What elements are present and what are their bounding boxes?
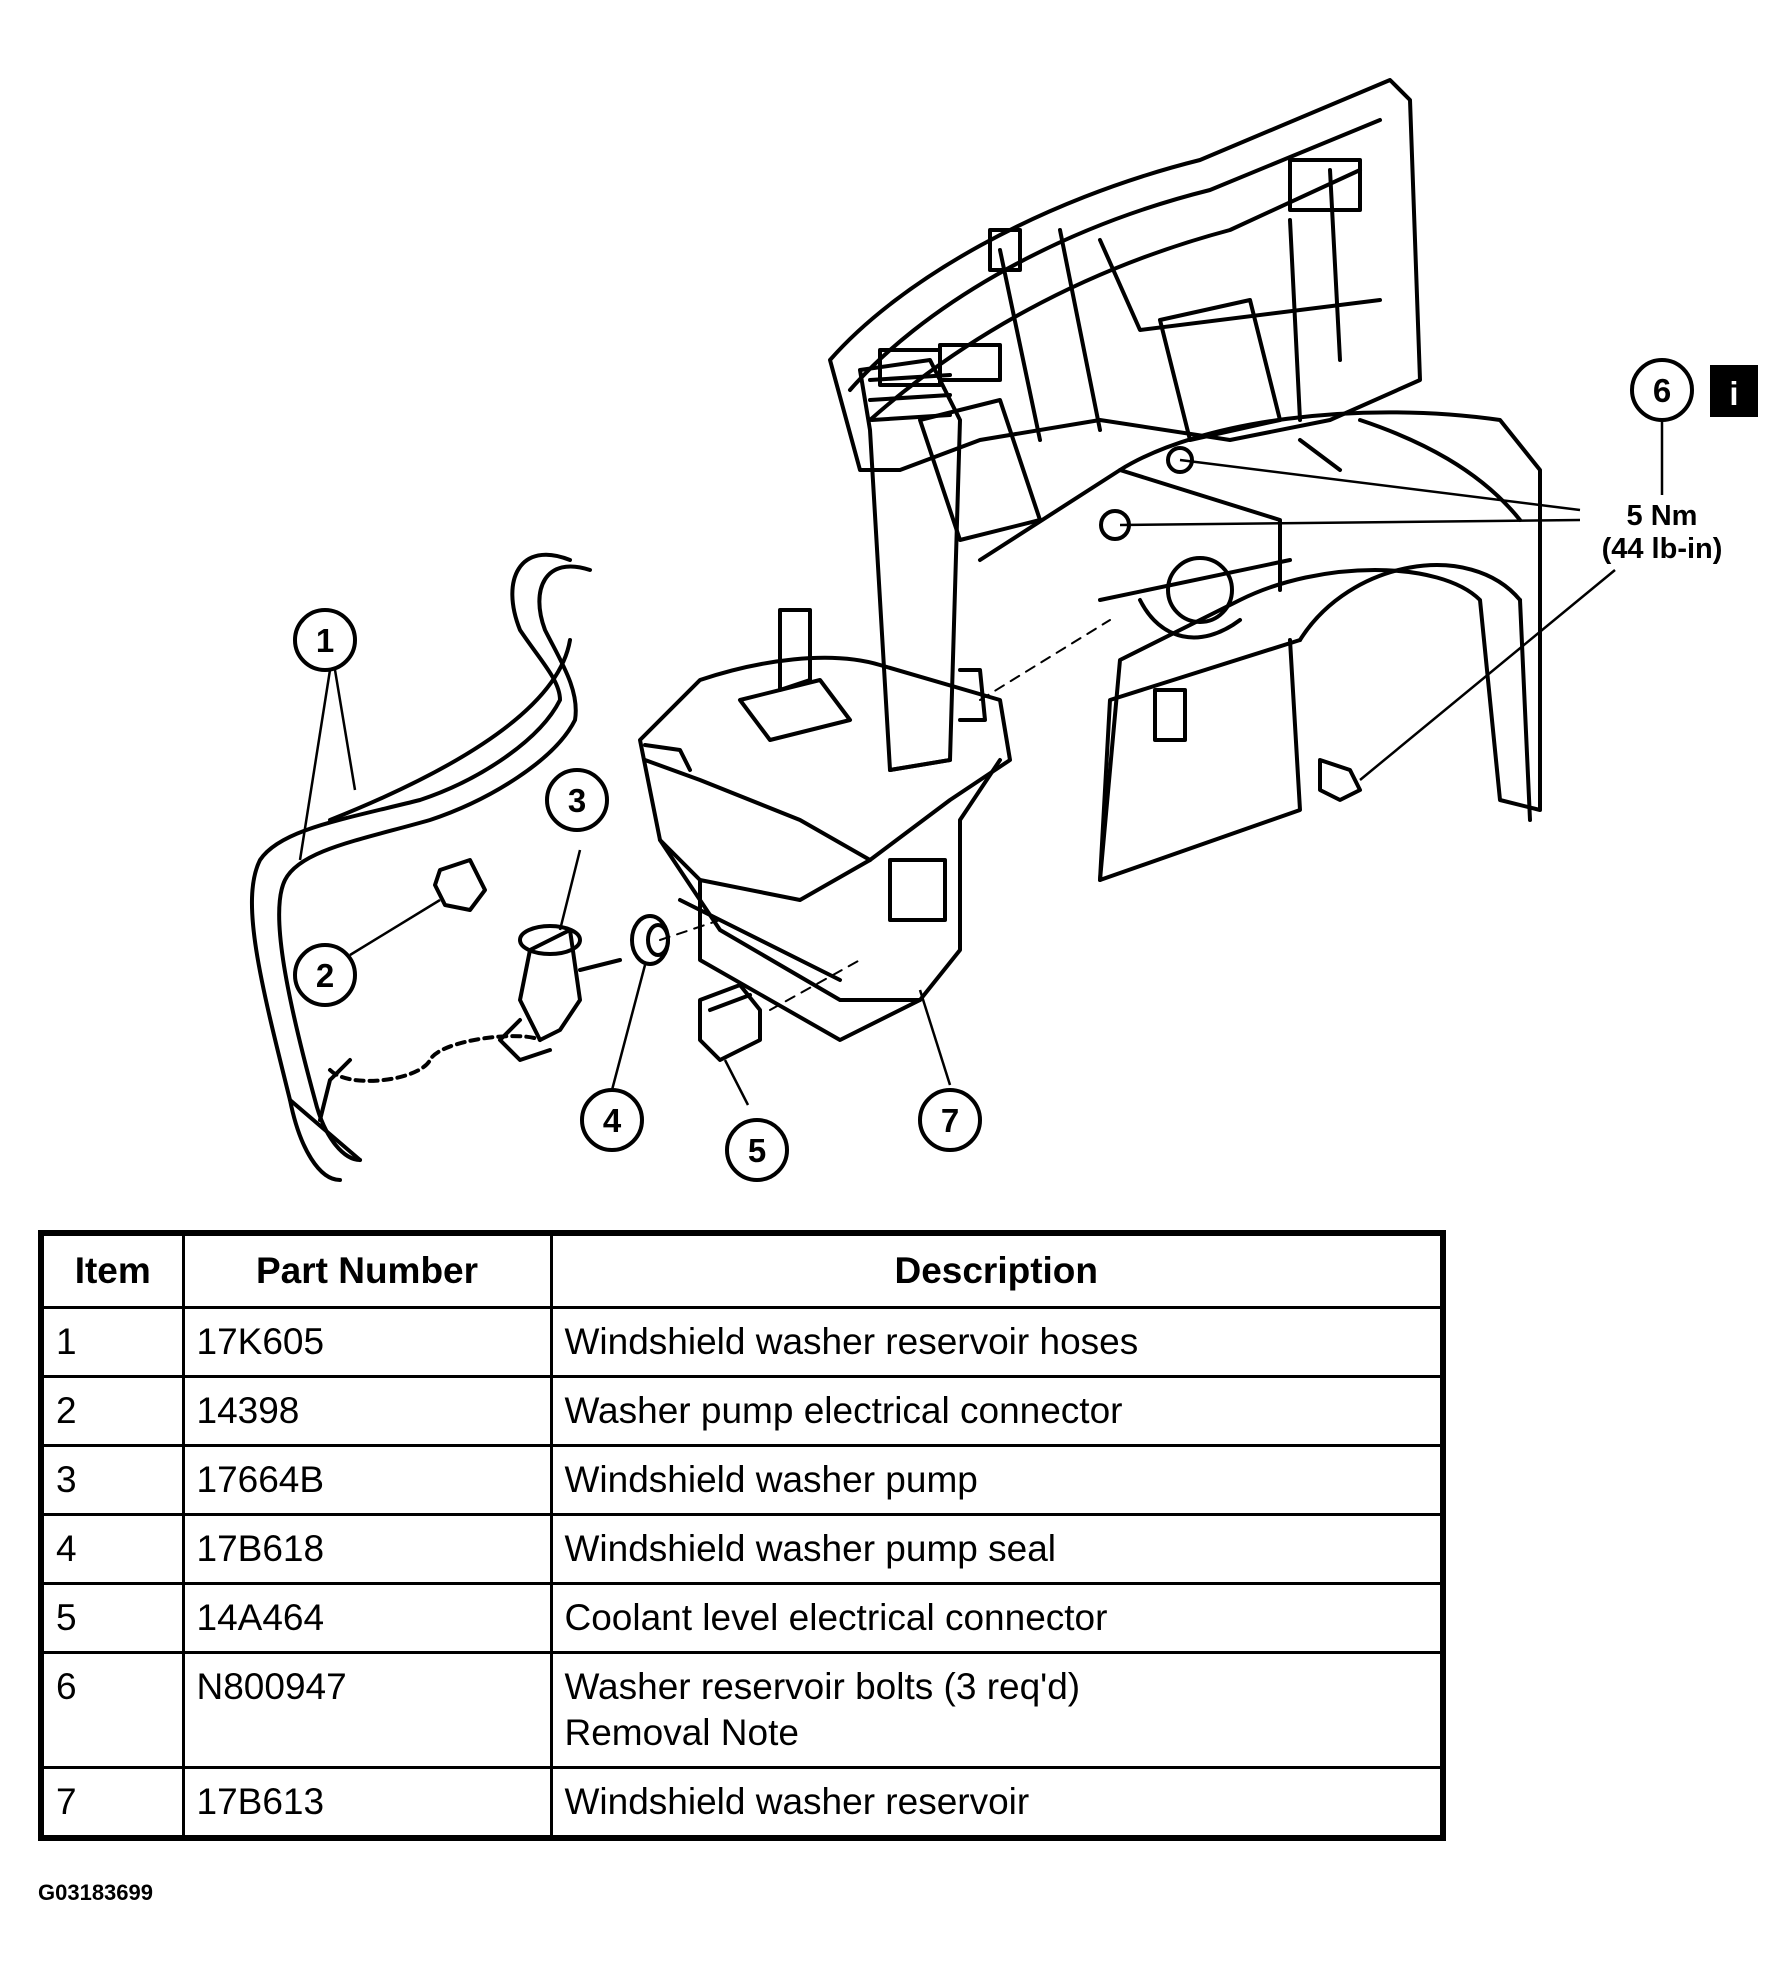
cell-part-number: 17B613 bbox=[181, 1766, 553, 1840]
wiring-harness bbox=[328, 1034, 542, 1083]
washer-pump bbox=[498, 924, 622, 1062]
callout-label: 4 bbox=[603, 1102, 622, 1139]
reservoir-bolts bbox=[1099, 446, 1362, 802]
description-line: Windshield washer reservoir bbox=[564, 1781, 1030, 1822]
coolant-level-connector bbox=[698, 983, 762, 1062]
callout-circle bbox=[1630, 358, 1694, 422]
cell-item: 7 bbox=[39, 1766, 185, 1840]
callout-4: 4 bbox=[580, 1088, 644, 1152]
callout-label: 7 bbox=[941, 1102, 959, 1139]
cell-description: Windshield washer pump seal bbox=[549, 1513, 1445, 1585]
cell-item: 5 bbox=[39, 1582, 185, 1654]
exploded-diagram: 1 2 3 4 5 6 7 i 5 Nm (44 lb-in) bbox=[250, 78, 1758, 1182]
callout-label: 5 bbox=[748, 1132, 766, 1169]
filler-neck bbox=[858, 348, 962, 772]
info-icon: i bbox=[1729, 375, 1738, 412]
leader-1b bbox=[333, 669, 357, 791]
callout-5: 5 bbox=[725, 1118, 789, 1182]
cell-part-number: 17664B bbox=[181, 1444, 553, 1516]
callout-2: 2 bbox=[293, 943, 357, 1007]
callout-7: 7 bbox=[918, 1088, 982, 1152]
figure-id: G03183699 bbox=[38, 1880, 153, 1905]
torque-metric: 5 Nm bbox=[1627, 500, 1698, 532]
cell-description: Coolant level electrical connector bbox=[549, 1582, 1445, 1654]
callout-label: 2 bbox=[316, 957, 334, 994]
washer-hoses bbox=[250, 552, 592, 1182]
description-line: Coolant level electrical connector bbox=[564, 1597, 1108, 1638]
callout-layer: 1 2 3 4 5 6 7 bbox=[293, 358, 1694, 1182]
leader-torque-b bbox=[1119, 518, 1581, 527]
description-line: Windshield washer pump seal bbox=[564, 1528, 1057, 1569]
callout-3: 3 bbox=[545, 768, 609, 832]
callout-label: 3 bbox=[568, 782, 586, 819]
wheelhouse-panel bbox=[978, 410, 1542, 882]
cell-part-number: 14A464 bbox=[181, 1582, 553, 1654]
cell-item: 3 bbox=[39, 1444, 185, 1516]
cell-item: 2 bbox=[39, 1375, 185, 1447]
cell-description: Windshield washer pump bbox=[549, 1444, 1445, 1516]
leader-4 bbox=[610, 964, 647, 1091]
leader-1a bbox=[298, 669, 332, 861]
description-line: Washer reservoir bolts (3 req'd) bbox=[564, 1666, 1081, 1707]
cell-item: 6 bbox=[39, 1651, 185, 1769]
callout-circle bbox=[293, 608, 357, 672]
header-description: Description bbox=[549, 1231, 1445, 1309]
cell-item: 1 bbox=[39, 1306, 185, 1378]
cell-description: Windshield washer reservoir hoses bbox=[549, 1306, 1445, 1378]
leader-3 bbox=[558, 849, 582, 931]
cell-part-number: 17K605 bbox=[181, 1306, 553, 1378]
callout-circle bbox=[580, 1088, 644, 1152]
description-line: Windshield washer pump bbox=[564, 1459, 978, 1500]
assembly-centerline bbox=[659, 619, 1111, 1011]
cell-part-number: 14398 bbox=[181, 1375, 553, 1447]
callout-circle bbox=[918, 1088, 982, 1152]
leader-5 bbox=[723, 1059, 750, 1106]
callout-1: 1 bbox=[293, 608, 357, 672]
callout-circle bbox=[545, 768, 609, 832]
leader-torque-a bbox=[1179, 458, 1581, 512]
leader-7 bbox=[918, 989, 952, 1086]
cell-item: 4 bbox=[39, 1513, 185, 1585]
cell-description: Washer pump electrical connector bbox=[549, 1375, 1445, 1447]
torque-imperial: (44 lb-in) bbox=[1602, 533, 1723, 565]
callout-label: 1 bbox=[316, 622, 334, 659]
table-header-row: Item Part Number Description bbox=[39, 1231, 1445, 1309]
callout-circle bbox=[725, 1118, 789, 1182]
reservoir-tank bbox=[638, 608, 1012, 1042]
pump-connector bbox=[433, 858, 487, 912]
leader-torque-c bbox=[1359, 569, 1616, 781]
cell-part-number: 17B618 bbox=[181, 1513, 553, 1585]
description-line: Removal Note bbox=[564, 1712, 799, 1753]
description-line: Windshield washer reservoir hoses bbox=[564, 1321, 1139, 1362]
callout-6: 6 bbox=[1630, 358, 1694, 422]
leader-2 bbox=[349, 898, 441, 957]
info-badge bbox=[1710, 365, 1758, 417]
cell-description: Windshield washer reservoir bbox=[549, 1766, 1445, 1840]
callout-label: 6 bbox=[1653, 372, 1671, 409]
cell-description: Washer reservoir bolts (3 req'd) Removal … bbox=[549, 1651, 1445, 1769]
header-part-number: Part Number bbox=[181, 1231, 553, 1309]
header-item: Item bbox=[39, 1231, 185, 1309]
cell-part-number: N800947 bbox=[181, 1651, 553, 1769]
callout-circle bbox=[293, 943, 357, 1007]
pump-seal bbox=[630, 914, 670, 966]
description-line: Washer pump electrical connector bbox=[564, 1390, 1123, 1431]
